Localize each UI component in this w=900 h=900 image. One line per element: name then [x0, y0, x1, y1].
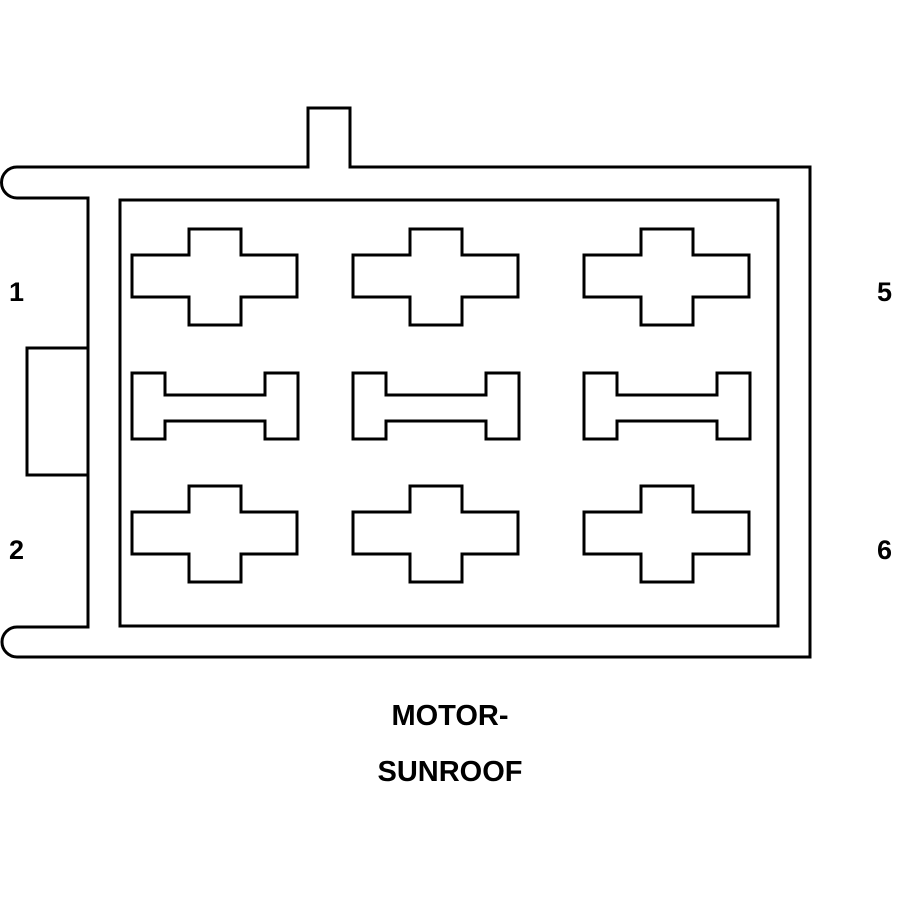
- pin-label-6: 6: [877, 535, 893, 565]
- pin-label-2: 2: [9, 535, 25, 565]
- connector-title-line-2: SUNROOF: [377, 756, 523, 788]
- terminal-cavity-cross-r3-c2: [351, 484, 520, 584]
- terminal-cavity-cross-r1-c3: [582, 227, 751, 327]
- terminal-cavity-bar-r2-c1: [130, 371, 300, 441]
- connector-title-line-1: MOTOR-: [391, 700, 509, 732]
- terminal-cavity-cross-r3-c3: [582, 484, 751, 584]
- terminal-cavity-cross-r1-c2: [351, 227, 520, 327]
- pin-label-5: 5: [877, 277, 893, 307]
- connector-lock-tab: [25, 346, 90, 477]
- terminal-cavity-cross-r3-c1: [130, 484, 299, 584]
- terminal-cavity-bar-r2-c2: [351, 371, 521, 441]
- terminal-cavities: [130, 227, 752, 584]
- pin-label-1: 1: [9, 277, 25, 307]
- terminal-cavity-bar-r2-c3: [582, 371, 752, 441]
- terminal-cavity-cross-r1-c1: [130, 227, 299, 327]
